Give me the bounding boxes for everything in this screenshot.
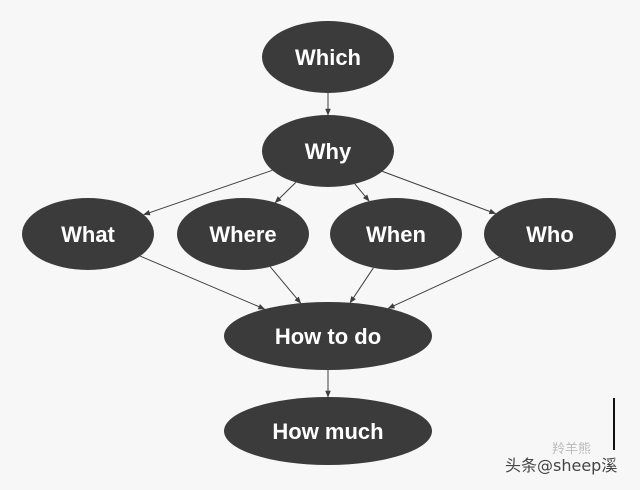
node-when-label: When [366,222,426,247]
node-when-shape [330,198,462,270]
node-what-shape [22,198,154,270]
watermark-faded-text: 羚羊熊 [552,442,592,457]
edge-why-to-where [274,182,297,204]
watermark-handle: @sheep溪 [537,456,618,475]
node-which-label: Which [295,45,361,70]
watermark-brand: 头条 [505,456,538,475]
edge-who-to-how-to-do [387,256,500,309]
edge-why-to-who [382,170,497,215]
edge-where-to-how-to-do [269,266,302,304]
node-how-to-do-shape [224,302,432,370]
node-who-label: Who [526,222,574,247]
node-how-to-do-label: How to do [275,324,381,349]
node-which: Which [262,21,394,93]
edge-why-to-when [354,183,370,202]
node-how-to-do: How to do [224,302,432,370]
node-how-much-shape [224,397,432,465]
node-who-shape [484,198,616,270]
node-how-much-label: How much [272,419,383,444]
edges [139,93,500,398]
edge-when-to-how-to-do [349,267,374,304]
node-where-shape [177,198,309,270]
vertical-divider [613,398,615,450]
node-where-label: Where [209,222,276,247]
node-why-label: Why [305,139,352,164]
node-what-label: What [61,222,115,247]
watermark: 头条@sheep溪 羚羊熊 [505,442,618,476]
node-which-shape [262,21,394,93]
node-how-much: How much [224,397,432,465]
node-what: What [22,198,154,270]
node-why: Why [262,115,394,187]
edge-what-to-how-to-do [139,255,266,310]
node-when: When [330,198,462,270]
node-why-shape [262,115,394,187]
node-where: Where [177,198,309,270]
edge-why-to-what [143,169,273,216]
node-who: Who [484,198,616,270]
